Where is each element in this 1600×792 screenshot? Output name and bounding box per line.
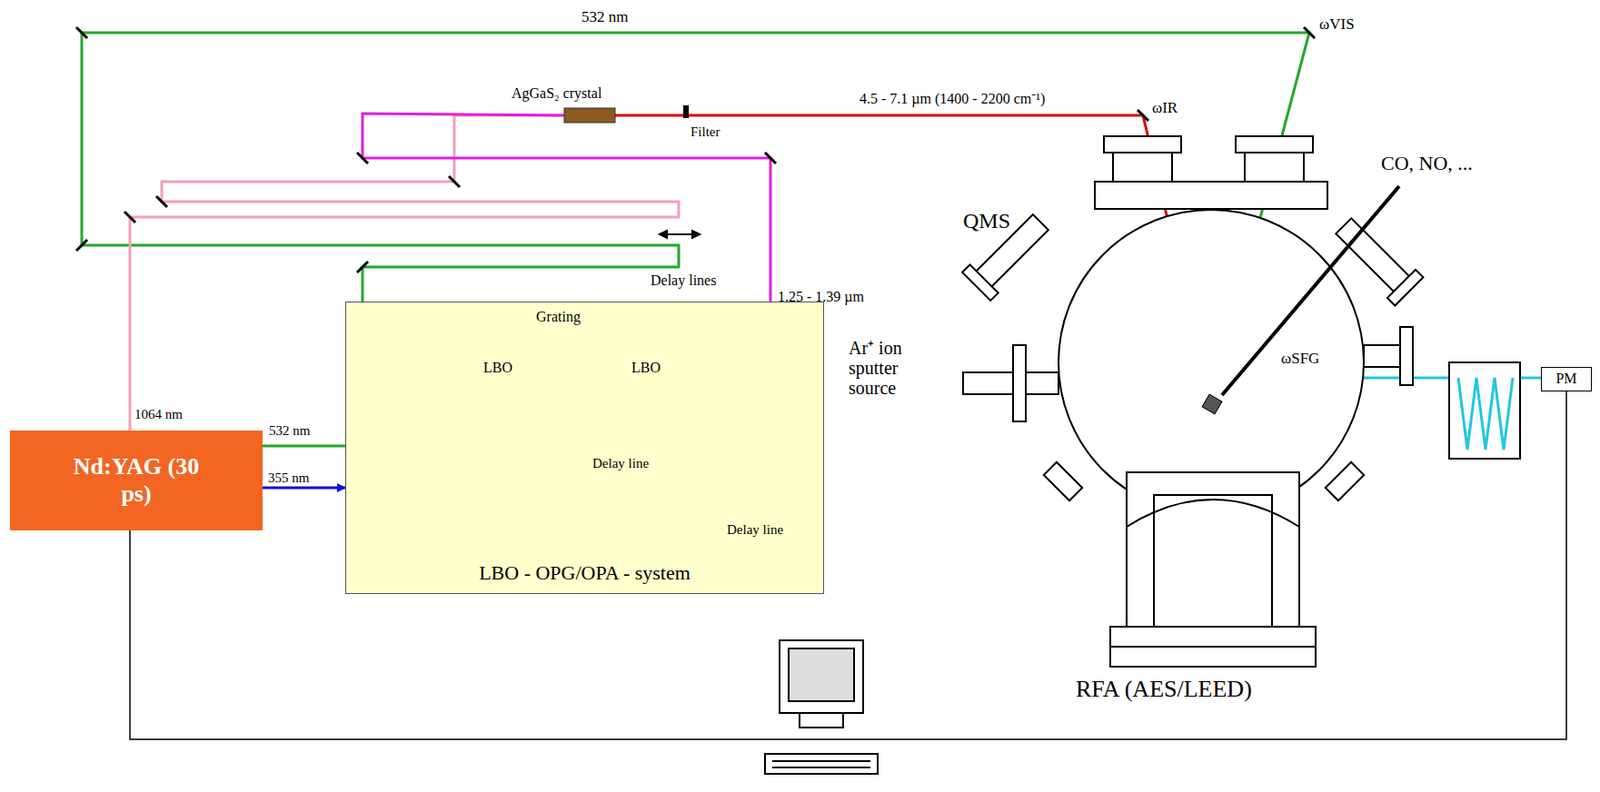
photomultiplier-box: PM	[1540, 367, 1592, 392]
setup-label: ωIR	[1152, 99, 1178, 118]
opa-system-box: LBO - OPG/OPA - system	[345, 301, 825, 595]
node-text: PM	[1555, 370, 1577, 388]
setup-label: LBO	[631, 359, 661, 377]
setup-label: LBO	[483, 359, 513, 377]
setup-label: AgGaS₂ crystal	[511, 85, 602, 102]
setup-label: 1.25 - 1.39 µm	[777, 288, 865, 306]
setup-label: ωVIS	[1319, 16, 1355, 34]
setup-label: RFA (AES/LEED)	[1075, 676, 1253, 704]
setup-label: 532 nm	[581, 9, 628, 27]
setup-label: Delay line	[726, 522, 784, 538]
setup-label: QMS	[963, 208, 1011, 233]
setup-label: 4.5 - 7.1 µm (1400 - 2200 cm⁻¹)	[859, 90, 1045, 108]
laser-box: Nd:YAG (30 ps)	[9, 430, 263, 531]
setup-label: Filter	[690, 124, 721, 140]
setup-label: Delay lines	[650, 272, 716, 289]
setup-label: 1064 nm	[134, 407, 183, 423]
beam-connector	[262, 486, 346, 490]
setup-label: 532 nm	[268, 423, 310, 439]
setup-label: Grating	[536, 308, 581, 326]
node-text: LBO - OPG/OPA - system	[478, 561, 691, 585]
setup-label: Ar⁺ ion sputter source	[848, 337, 933, 398]
setup-label: ωSFG	[1281, 350, 1320, 368]
node-text: Nd:YAG (30 ps)	[68, 453, 205, 508]
setup-label: Delay line	[592, 456, 649, 472]
edge-label: 355 nm	[268, 470, 309, 487]
setup-label: CO, NO, ...	[1381, 152, 1473, 175]
